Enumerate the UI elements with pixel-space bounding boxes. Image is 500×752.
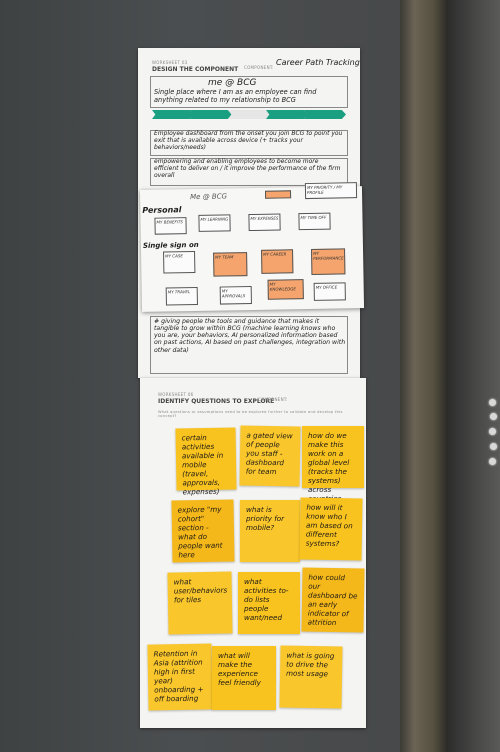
tile-approvals: MY APPROVALS	[219, 286, 252, 305]
pushpin	[489, 399, 496, 406]
tile-benefits: MY BENEFITS	[154, 217, 187, 235]
section-signon: Single sign on	[142, 240, 199, 250]
component-value: Career Path Tracking	[276, 58, 360, 67]
pushpin	[489, 458, 496, 465]
tile-learning: MY LEARNING	[198, 214, 231, 232]
tile-travel: MY TRAVEL	[165, 286, 198, 306]
journey-arrow	[152, 110, 194, 119]
note-box	[150, 130, 348, 156]
note-text-2: empowering and enabling employees to bec…	[154, 158, 341, 179]
sticky-note: what activities to-do lists people want/…	[238, 572, 300, 634]
tile-time-off: MY TIME OFF	[298, 212, 331, 231]
headline-box	[150, 76, 348, 108]
pushpin	[489, 428, 496, 435]
wireframe-corner-note: MY PRIORITY / MY PROFILE	[304, 182, 358, 200]
bottom-text: # giving people the tools and guidance t…	[154, 318, 346, 354]
journey-arrow	[228, 110, 270, 119]
sticky-note: Retention in Asia (attrition high in fir…	[147, 643, 213, 711]
sticky-note: what user/behaviors for tiles	[167, 571, 233, 635]
worksheet-label: WORKSHEET 03	[152, 60, 188, 65]
worksheet-label: WORKSHEET 06	[158, 392, 194, 397]
tile-case: MY CASE	[163, 250, 196, 274]
worksheet-title: IDENTIFY QUESTIONS TO EXPLORE	[158, 398, 275, 405]
pushpin	[490, 413, 497, 420]
tile-expenses: MY EXPENSES	[248, 213, 281, 232]
journey-arrow	[304, 110, 346, 119]
note-box	[150, 158, 348, 186]
bottom-box	[150, 316, 348, 374]
pushpin	[490, 443, 497, 450]
tile-office: MY OFFICE	[313, 282, 346, 301]
sticky-note: how do we make this work on a global lev…	[302, 426, 364, 503]
journey-arrow	[266, 110, 308, 119]
wireframe-title: Me @ BCG	[190, 192, 228, 202]
sticky-note: certain activities available in mobile (…	[175, 427, 237, 496]
wireframe-tab	[264, 190, 292, 199]
sticky-note: what will make the experience feel frien…	[212, 646, 276, 710]
sticky-note: what is priority for mobile?	[240, 500, 300, 562]
sticky-note: a gated view of people you staff - dashb…	[239, 425, 301, 487]
component-label: COMPONENT:	[244, 65, 274, 70]
tile-knowledge: MY KNOWLEDGE	[267, 279, 304, 300]
tile-performance: MY PERFORMANCE	[311, 248, 346, 275]
note-text-1: Employee dashboard from the onset you jo…	[154, 130, 343, 151]
section-personal: Personal	[142, 205, 182, 215]
wall	[448, 0, 500, 752]
worksheet-prompt: What questions or assumptions need to be…	[158, 410, 343, 418]
sticky-note: how could our dashboard be an early indi…	[301, 567, 365, 633]
board-frame	[400, 0, 448, 752]
worksheet-title: DESIGN THE COMPONENT	[152, 66, 239, 73]
sticky-note: explore "my cohort" section - what do pe…	[171, 499, 235, 563]
sticky-note: what is going to drive the most usage	[279, 645, 343, 709]
journey-arrow	[190, 110, 232, 119]
description-text: Single place where I am as an employee c…	[154, 88, 317, 104]
tile-team: MY TEAM	[213, 252, 248, 277]
tile-career: MY CAREER	[261, 249, 294, 274]
sticky-note: how will it know who I am based on diffe…	[299, 497, 363, 561]
wireframe-sketch: Me @ BCG MY PRIORITY / MY PROFILE Person…	[139, 182, 365, 312]
component-label: COMPONENT:	[258, 397, 288, 402]
headline-text: me @ BCG	[208, 78, 257, 88]
